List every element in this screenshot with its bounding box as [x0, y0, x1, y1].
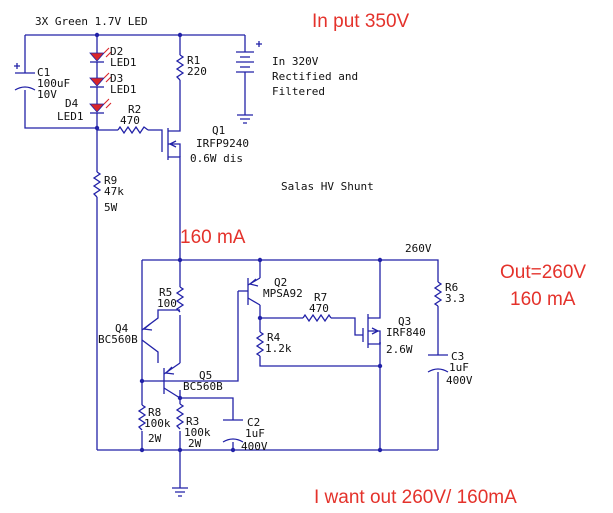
- mosfet-q1-symbol: [161, 125, 181, 163]
- capacitor-c1-symbol: [14, 63, 36, 91]
- current-note: 160 mA: [180, 227, 246, 248]
- q1-value: IRFP9240: [196, 137, 249, 150]
- wish-note: I want out 260V/ 160mA: [314, 487, 517, 508]
- black-labels: 3X Green 1.7V LED C1 100uF 10V D2 LED1 D…: [35, 15, 473, 453]
- capacitor-c2-symbol: [222, 419, 244, 443]
- r3-ref: R3: [186, 415, 199, 428]
- resistor-r6-symbol: [433, 281, 443, 307]
- d2-value: LED1: [110, 56, 137, 69]
- r3-rating: 2W: [188, 437, 202, 450]
- r6-ref: R6: [445, 281, 458, 294]
- mosfet-q3-symbol: [362, 308, 381, 348]
- c1-rating: 10V: [37, 88, 57, 101]
- out-voltage-note: Out=260V: [500, 262, 586, 283]
- resistor-r8-symbol: [137, 404, 147, 431]
- c2-ref: C2: [247, 416, 260, 429]
- c3-rating: 400V: [446, 374, 473, 387]
- q5-ref: Q5: [199, 369, 212, 382]
- q5-value: BC560B: [183, 380, 223, 393]
- c2-rating: 400V: [241, 440, 268, 453]
- q3-value: IRF840: [386, 326, 426, 339]
- r1-value: 220: [187, 65, 207, 78]
- r2-value: 470: [120, 114, 140, 127]
- r7-ref: R7: [314, 291, 327, 304]
- q1-note: 0.6W dis: [190, 152, 243, 165]
- r2-ref: R2: [128, 103, 141, 116]
- r9-ref: R9: [104, 174, 117, 187]
- q3-ref: Q3: [398, 315, 411, 328]
- q4-ref: Q4: [115, 322, 129, 335]
- ground-main-symbol: [172, 487, 188, 497]
- junction-dots: [94, 32, 383, 453]
- r1-ref: R1: [187, 54, 200, 67]
- r8-rating: 2W: [148, 432, 162, 445]
- resistor-r3-symbol: [175, 403, 185, 430]
- supply-line-1: In 320V: [272, 55, 319, 68]
- led-d2-symbol: [89, 47, 112, 78]
- resistor-r2-symbol: [117, 125, 149, 135]
- c3-ref: C3: [451, 350, 464, 363]
- r9-rating: 5W: [104, 201, 118, 214]
- out-current-note: 160 mA: [510, 289, 576, 310]
- led-string-note: 3X Green 1.7V LED: [35, 15, 148, 28]
- transistor-q4-symbol: [141, 309, 180, 363]
- transistor-q2-symbol: [247, 277, 261, 306]
- shunt-name: Salas HV Shunt: [281, 180, 374, 193]
- transistor-q5-symbol: [160, 362, 181, 399]
- r5-value: 100: [157, 297, 177, 310]
- q1-ref: Q1: [212, 124, 225, 137]
- q2-value: MPSA92: [263, 287, 303, 300]
- q3-note: 2.6W: [386, 343, 413, 356]
- d4-ref: D4: [65, 97, 79, 110]
- input-note: In put 350V: [312, 11, 410, 32]
- ground-supply-symbol: [237, 114, 253, 124]
- supply-line-3: Filtered: [272, 85, 325, 98]
- resistor-r7-symbol: [302, 313, 332, 323]
- supply-line-2: Rectified and: [272, 70, 358, 83]
- d4-value: LED1: [57, 110, 84, 123]
- red-annotations: In put 350V 160 mA Out=260V 160 mA I wan…: [180, 11, 586, 508]
- r9-value: 47k: [104, 185, 124, 198]
- r4-ref: R4: [267, 331, 281, 344]
- d2-ref: D2: [110, 45, 123, 58]
- resistor-r5-symbol: [175, 286, 185, 313]
- r8-value: 100k: [144, 417, 171, 430]
- led-d4-symbol: [89, 98, 112, 128]
- c1-value: 100uF: [37, 77, 70, 90]
- r5-ref: R5: [159, 286, 172, 299]
- q2-ref: Q2: [274, 276, 287, 289]
- battery-supply-symbol: [236, 41, 262, 73]
- resistor-r1-symbol: [175, 54, 185, 81]
- led-d3-symbol: [89, 72, 112, 104]
- resistor-r9-symbol: [92, 171, 102, 198]
- capacitor-c3-symbol: [427, 354, 449, 373]
- c1-ref: C1: [37, 66, 50, 79]
- r6-value: 3.3: [445, 292, 465, 305]
- q4-value: BC560B: [98, 333, 138, 346]
- r4-value: 1.2k: [265, 342, 292, 355]
- c2-value: 1uF: [245, 427, 265, 440]
- r7-value: 470: [309, 302, 329, 315]
- c3-value: 1uF: [449, 361, 469, 374]
- r3-value: 100k: [184, 426, 211, 439]
- d3-value: LED1: [110, 83, 137, 96]
- resistor-r4-symbol: [255, 331, 265, 357]
- d3-ref: D3: [110, 72, 123, 85]
- out-node-label: 260V: [405, 242, 432, 255]
- r8-ref: R8: [148, 406, 161, 419]
